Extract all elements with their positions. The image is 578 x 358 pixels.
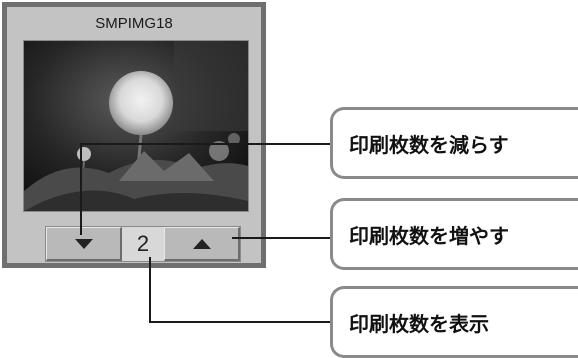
- leader-line-decrease-horizontal: [80, 143, 331, 145]
- photo-image: [24, 41, 248, 211]
- leader-line-display-horizontal: [149, 321, 331, 323]
- thumbnail-panel[interactable]: SMPIMG18: [2, 2, 266, 268]
- dandelion-photo[interactable]: [23, 40, 249, 212]
- callout-decrease-label: 印刷枚数を減らす: [349, 132, 509, 157]
- leader-line-increase: [232, 237, 331, 239]
- callout-display-label: 印刷枚数を表示: [349, 311, 489, 336]
- callout-increase: 印刷枚数を増やす: [330, 198, 578, 270]
- increase-button[interactable]: [164, 227, 240, 261]
- triangle-down-icon: [74, 238, 93, 249]
- leader-line-decrease-vertical: [80, 143, 82, 235]
- callout-display: 印刷枚数を表示: [330, 286, 578, 358]
- thumbnail-title: SMPIMG18: [95, 15, 173, 32]
- decrease-button[interactable]: [46, 227, 122, 261]
- triangle-up-icon: [192, 238, 211, 249]
- print-count-value: 2: [136, 231, 150, 256]
- print-count-spinner[interactable]: 2: [45, 226, 241, 262]
- callout-decrease: 印刷枚数を減らす: [330, 107, 578, 179]
- callout-increase-label: 印刷枚数を増やす: [349, 223, 509, 248]
- leader-line-display-vertical: [149, 257, 151, 323]
